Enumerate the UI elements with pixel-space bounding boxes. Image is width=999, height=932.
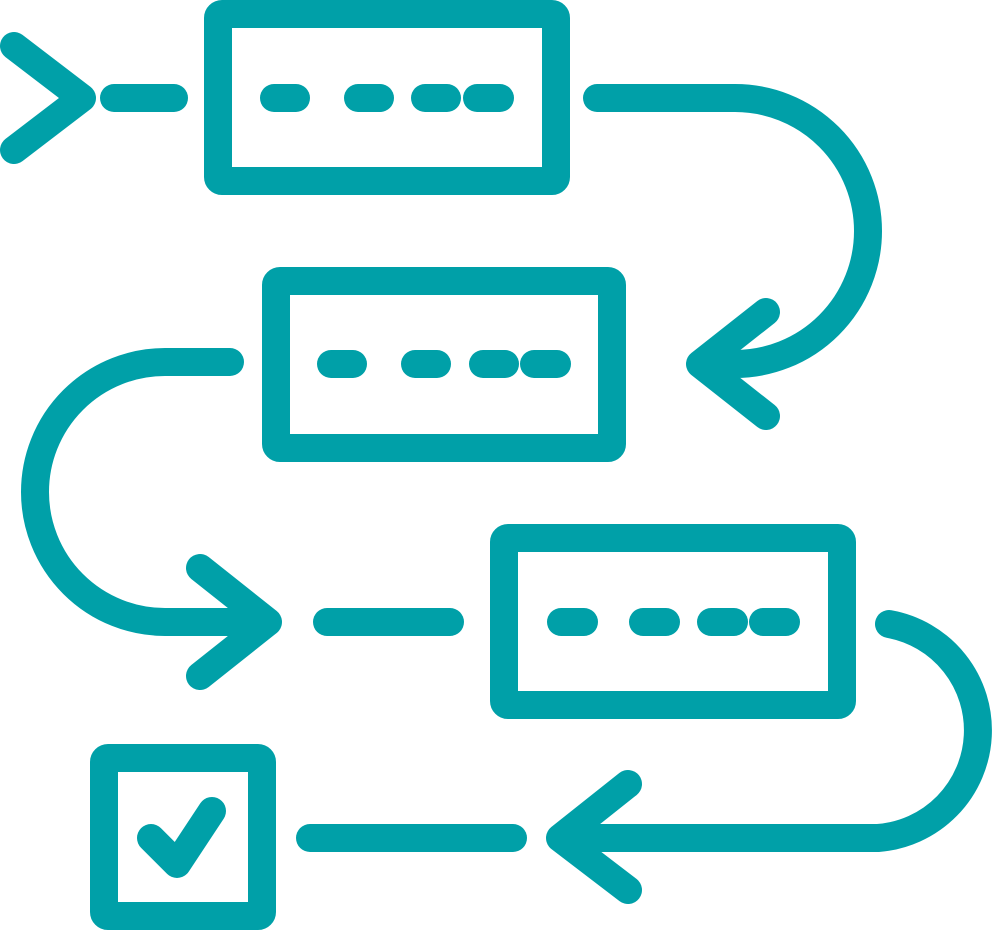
- arrow-right-icon: [186, 554, 282, 690]
- curved-connector-1: [583, 84, 882, 378]
- arrow-left-icon: [546, 770, 642, 904]
- arrow-left-icon: [686, 298, 780, 430]
- checkmark-icon: [137, 797, 226, 878]
- step-box-2: [262, 267, 626, 462]
- checkbox-box: [90, 744, 276, 930]
- curved-connector-2: [21, 348, 276, 636]
- curved-connector-3: [551, 610, 992, 852]
- start-chevron-icon: [0, 32, 96, 164]
- step-box-1: [204, 0, 570, 195]
- step-box-3: [490, 524, 856, 719]
